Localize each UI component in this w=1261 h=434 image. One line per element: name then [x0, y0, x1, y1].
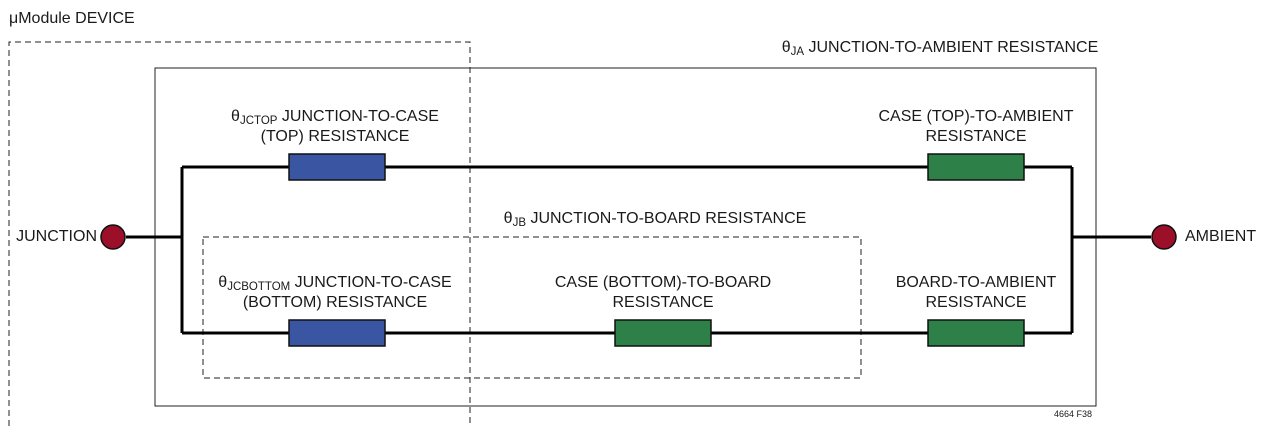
- ambient-label: AMBIENT: [1185, 228, 1257, 245]
- theta-jb-subscript: JB: [512, 217, 526, 229]
- theta-symbol: θ: [503, 210, 513, 227]
- theta-jctop-subscript: JCTOP: [239, 115, 278, 127]
- resistor-case-bottom-board: [614, 319, 712, 347]
- theta-jctop-text: JUNCTION-TO-CASE: [277, 108, 439, 125]
- resistor-board-ambient: [927, 319, 1025, 347]
- case-bottom-board-line1: CASE (BOTTOM)-TO-BOARD: [554, 274, 772, 291]
- resistor-case-top-ambient: [927, 153, 1025, 181]
- case-top-ambient-line2: RESISTANCE: [925, 128, 1027, 145]
- theta-jctop-line2: (TOP) RESISTANCE: [260, 128, 410, 145]
- theta-symbol: θ: [218, 274, 228, 291]
- theta-jcbottom-line1: θJCBOTTOM JUNCTION-TO-CASE: [190, 273, 480, 293]
- theta-jcbottom-text: JUNCTION-TO-CASE: [290, 274, 452, 291]
- theta-jcbottom-label: θJCBOTTOM JUNCTION-TO-CASE (BOTTOM) RESI…: [190, 273, 480, 313]
- case-top-ambient-label: CASE (TOP)-TO-AMBIENT RESISTANCE: [856, 107, 1096, 147]
- case-bottom-board-label: CASE (BOTTOM)-TO-BOARD RESISTANCE: [543, 273, 783, 313]
- theta-jctop-line1: θJCTOP JUNCTION-TO-CASE: [200, 107, 470, 127]
- theta-symbol: θ: [781, 39, 791, 56]
- theta-jcbottom-line2: (BOTTOM) RESISTANCE: [242, 294, 428, 311]
- resistor-jc-bottom: [288, 319, 386, 347]
- theta-ja-subscript: JA: [790, 46, 805, 58]
- theta-symbol: θ: [231, 108, 240, 125]
- case-bottom-board-line2: RESISTANCE: [612, 294, 714, 311]
- ambient-node: [1151, 224, 1177, 250]
- device-label: μModule DEVICE: [9, 10, 135, 27]
- board-ambient-label: BOARD-TO-AMBIENT RESISTANCE: [856, 273, 1096, 313]
- theta-jctop-label: θJCTOP JUNCTION-TO-CASE (TOP) RESISTANCE: [200, 107, 470, 147]
- theta-ja-label: θJA JUNCTION-TO-AMBIENT RESISTANCE: [760, 38, 1120, 58]
- theta-ja-text: JUNCTION-TO-AMBIENT RESISTANCE: [804, 39, 1099, 56]
- theta-jcbottom-subscript: JCBOTTOM: [227, 281, 291, 293]
- board-ambient-line1: BOARD-TO-AMBIENT: [895, 274, 1057, 291]
- case-top-ambient-line1: CASE (TOP)-TO-AMBIENT: [878, 108, 1074, 125]
- theta-jb-text: JUNCTION-TO-BOARD RESISTANCE: [526, 210, 807, 227]
- junction-node: [100, 224, 126, 250]
- resistor-jc-top: [288, 153, 386, 181]
- junction-label: JUNCTION: [16, 228, 97, 245]
- figure-code: 4664 F38: [1053, 409, 1092, 419]
- device-boundary: [8, 41, 471, 426]
- board-ambient-line2: RESISTANCE: [925, 294, 1027, 311]
- theta-jb-label: θJB JUNCTION-TO-BOARD RESISTANCE: [470, 209, 840, 229]
